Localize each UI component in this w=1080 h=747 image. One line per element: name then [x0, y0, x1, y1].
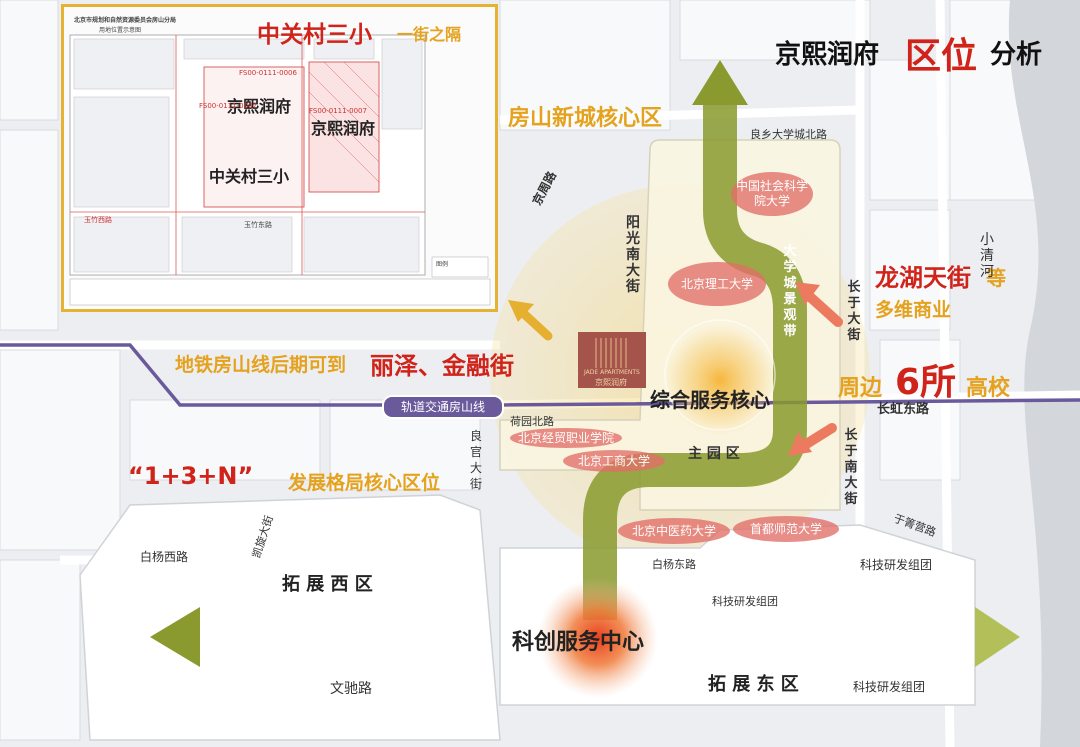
innovation-center-label: 科创服务中心 [512, 630, 645, 655]
pattern-label: 发展格局核心区位 [288, 472, 441, 494]
inset-parcel-2: FS00-0111-0007 [309, 107, 367, 115]
inset-plot-a: 京熙润府 [227, 97, 292, 116]
page-title-3: 分析 [990, 40, 1043, 70]
road-wenchi: 文驰路 [330, 681, 372, 697]
road-changyu: 长于大街 [847, 280, 861, 343]
expand-west-label: 拓 展 西 区 [282, 574, 373, 595]
inset-parcel-1: FS00-0111-0006 [239, 69, 297, 77]
pattern-formula: “1+3+N” [128, 462, 254, 490]
rd-cluster-2: 科技研发组团 [860, 558, 933, 572]
inset-parcel-3: FS00-0111-0007 [199, 102, 257, 110]
road-changyu-south: 长于南大街 [844, 428, 858, 507]
rd-cluster-1: 科技研发组团 [712, 595, 778, 608]
page-title-1: 京熙润府 [775, 40, 880, 70]
inset-school: 中关村三小 [209, 167, 290, 186]
six-universities-count: 6所 [895, 362, 957, 403]
inset-plan-drawing [64, 7, 495, 309]
inset-legend-title: 图例 [436, 261, 449, 268]
university-bit: 北京理工大学 [668, 262, 766, 306]
campus-view-horizontal: 大 学 城 景 观 带 [730, 632, 847, 650]
road-liangxiang-north: 良乡大学城北路 [750, 128, 827, 141]
river-xiaoqinghe: 小清河 [980, 232, 994, 280]
metro-future-label: 地铁房山线后期可到 [175, 354, 347, 376]
road-baiyang-east: 白杨东路 [652, 558, 696, 571]
longhu-label: 龙湖天街 [875, 264, 971, 292]
jade-logo-text: JADE APARTMENTS [584, 369, 640, 376]
inset-headline-a: 中关村三小 [257, 22, 372, 48]
page-title-2: 区位 [905, 36, 978, 77]
expand-east-label: 拓 展 东 区 [708, 674, 799, 695]
longhu-commerce: 多维商业 [875, 299, 952, 321]
road-changhong-east: 长虹东路 [877, 402, 930, 417]
inset-agency: 北京市规划和自然资源委员会房山分局 [74, 17, 177, 24]
inset-road-yuzhu-west: 玉竹西路 [84, 216, 112, 224]
inset-subtitle: 用地位置示意图 [99, 27, 142, 34]
six-universities-suffix: 高校 [966, 376, 1011, 401]
university-cass: 中国社会科学院大学 [731, 172, 813, 216]
longhu-etc: 等 [986, 266, 1006, 290]
metro-line-label: 轨道交通房山线 [382, 395, 504, 419]
inset-plot-b: 京熙润府 [311, 119, 376, 138]
university-cnu: 首都师范大学 [733, 516, 839, 542]
land-plan-inset: 北京市规划和自然资源委员会房山分局 用地位置示意图 中关村三小 一街之隔 京熙润… [61, 4, 498, 312]
university-bjjm: 北京经贸职业学院 [510, 428, 622, 448]
rd-cluster-3: 科技研发组团 [853, 680, 926, 694]
metro-future-dest: 丽泽、金融街 [370, 352, 514, 380]
university-bucm: 北京中医药大学 [618, 518, 730, 544]
university-btbu: 北京工商大学 [563, 450, 665, 472]
inset-headline-b: 一街之隔 [397, 25, 462, 44]
inset-road-yuzhu-east: 玉竹东路 [244, 221, 272, 229]
road-yangguang-south: 阳光南大街 [626, 215, 640, 295]
road-baiyang-west: 白杨西路 [140, 550, 189, 564]
main-park-label: 主 园 区 [688, 446, 740, 462]
core-service-label: 综合服务核心 [650, 388, 770, 412]
fangshan-core-label: 房山新城核心区 [508, 106, 663, 131]
campus-view-vertical: 大学城景观带 [783, 244, 797, 339]
six-universities-prefix: 周边 [838, 376, 883, 401]
road-heyuan-north: 荷园北路 [510, 415, 554, 428]
road-lianggong: 良官大街 [469, 429, 482, 491]
jade-logo-name: 京熙润府 [595, 378, 627, 387]
